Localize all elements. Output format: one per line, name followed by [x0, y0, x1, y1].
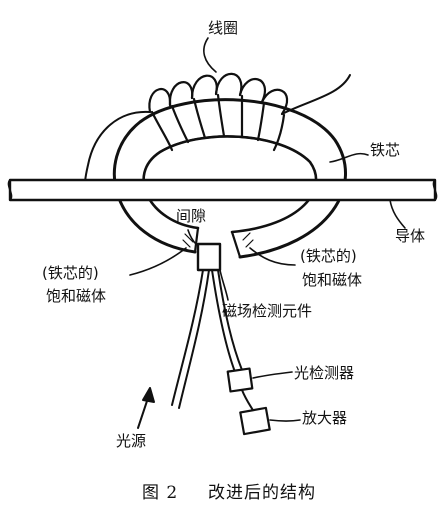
left-saturation-label: 饱和磁体: [46, 287, 107, 305]
conductor-leader: [389, 199, 406, 229]
conductor-label: 导体: [395, 227, 426, 245]
conductor-bar: [8, 178, 437, 202]
left-saturation-leader: [129, 247, 187, 276]
light-source-arrow-head: [142, 387, 155, 403]
conductor-bar-left-end: [7, 179, 13, 201]
coil-leader: [203, 37, 217, 73]
right-saturation-note: (铁芯的): [300, 247, 357, 265]
iron-core-label: 铁芯: [370, 141, 401, 159]
amplifier-label: 放大器: [302, 409, 348, 427]
core-outer-ring: [112, 98, 347, 259]
conductor-bar-right-end: [432, 179, 438, 201]
light-source-label: 光源: [116, 432, 147, 450]
core-gap-left-edge: [193, 226, 200, 254]
iron-core-leader: [329, 152, 369, 163]
sensor-leader: [219, 269, 229, 301]
core-inner-top-arc: [158, 135, 312, 164]
gap-label: 间隙: [176, 207, 207, 225]
amplifier-box: [239, 406, 271, 436]
coil-windings: [148, 72, 289, 152]
photodetector-box: [226, 367, 254, 393]
coil-label: 线圈: [208, 19, 239, 37]
right-saturation-label: 饱和磁体: [302, 271, 363, 289]
detector-to-amplifier-line: [241, 389, 255, 413]
fiber-to-light-source-b: [178, 269, 210, 409]
field-sensor-element: [196, 242, 222, 272]
saturation-hatching: [182, 232, 254, 248]
figure-title: 改进后的结构: [208, 483, 316, 503]
fiber-to-detector-b: [217, 269, 243, 371]
right-saturation-leader: [249, 247, 296, 266]
fiber-to-light-source-a: [171, 269, 204, 406]
coil-lead-right: [281, 74, 351, 115]
figure-number: 图 2: [142, 483, 179, 503]
sensor-label: 磁场检测元件: [222, 302, 313, 320]
photodetector-leader: [252, 371, 293, 379]
core-gap-right-edge: [230, 230, 242, 259]
left-saturation-note: (铁芯的): [42, 264, 99, 282]
amplifier-leader: [269, 419, 301, 422]
photodetector-label: 光检测器: [294, 364, 355, 382]
gap-leader: [187, 229, 197, 245]
fiber-to-detector-a: [211, 269, 236, 373]
